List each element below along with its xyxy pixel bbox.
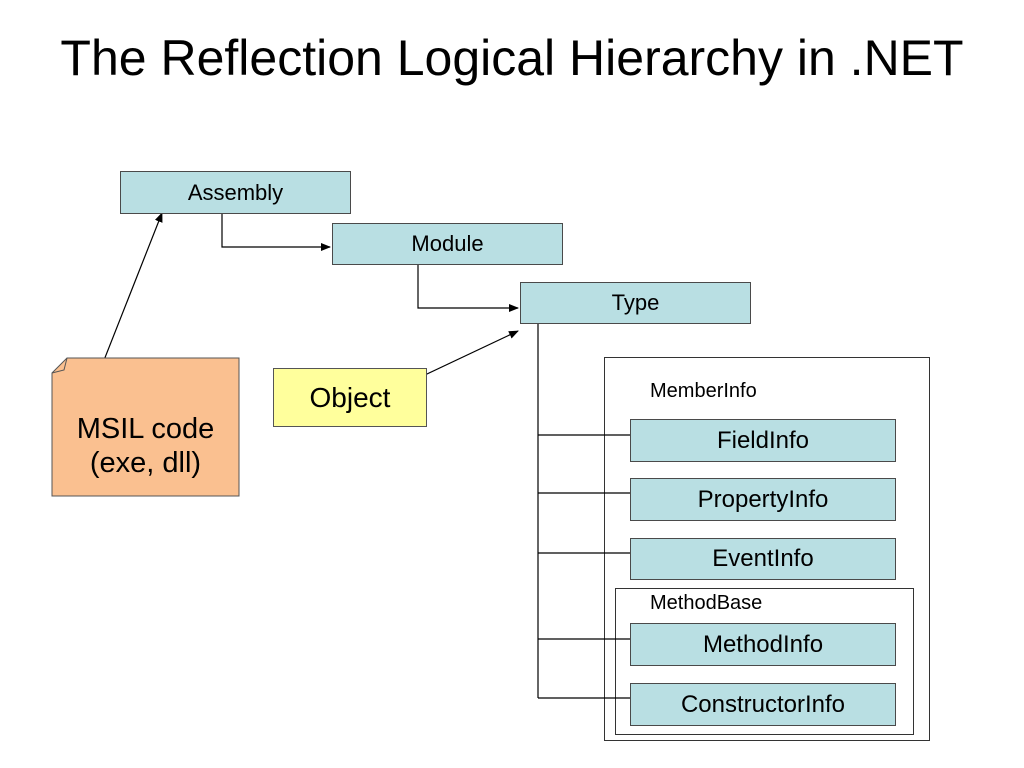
- msil-to-assembly-arrow: [94, 212, 163, 384]
- constructorinfo-node: ConstructorInfo: [630, 683, 896, 726]
- module-node: Module: [332, 223, 563, 265]
- propertyinfo-node: PropertyInfo: [630, 478, 896, 521]
- msil-line-1: MSIL code: [76, 413, 215, 445]
- memberinfo-group-label: MemberInfo: [650, 380, 757, 402]
- object-node: Object: [273, 368, 427, 427]
- eventinfo-node: EventInfo: [630, 538, 896, 580]
- msil-line-2: (exe, dll): [89, 447, 202, 479]
- module-to-type-connector: [417, 265, 519, 312]
- methodinfo-node: MethodInfo: [630, 623, 896, 666]
- fieldinfo-node: FieldInfo: [630, 419, 896, 462]
- msil-note-shape: [51, 357, 240, 497]
- assembly-node: Assembly: [120, 171, 351, 214]
- methodbase-group-label: MethodBase: [650, 592, 763, 614]
- slide-title: The Reflection Logical Hierarchy in .NET: [60, 30, 964, 86]
- msil-code-label: MSIL code (exe, dll): [51, 412, 240, 480]
- assembly-to-module-connector: [221, 214, 331, 251]
- type-node: Type: [520, 282, 751, 324]
- object-to-type-arrow: [409, 330, 519, 383]
